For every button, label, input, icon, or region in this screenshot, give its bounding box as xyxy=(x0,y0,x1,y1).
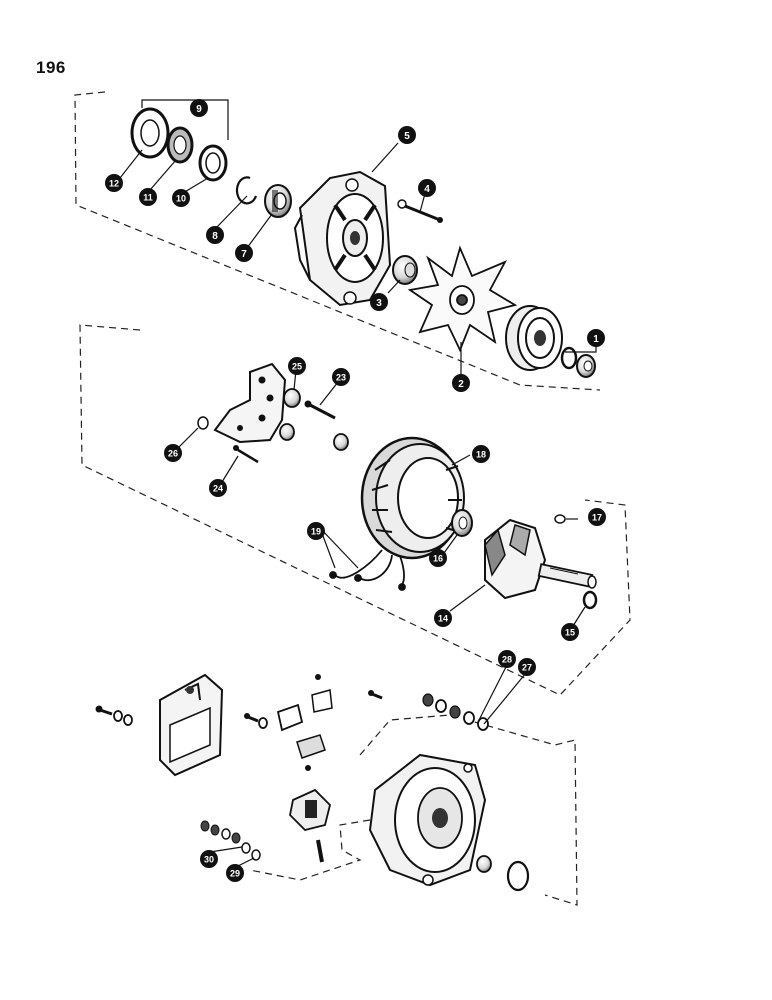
callout-27: 27 xyxy=(518,658,536,676)
snap-ring-8 xyxy=(235,176,258,205)
callout-label: 27 xyxy=(522,663,532,673)
callout-17: 17 xyxy=(588,508,606,526)
leader-lines xyxy=(119,99,597,867)
callout-label: 19 xyxy=(311,527,321,537)
callout-label: 26 xyxy=(168,449,178,459)
insulator-26 xyxy=(197,416,209,430)
screw-24 xyxy=(233,445,259,464)
callout-18: 18 xyxy=(472,445,490,463)
callout-label: 16 xyxy=(433,554,443,564)
stator-18 xyxy=(360,436,465,560)
callout-label: 29 xyxy=(230,869,240,879)
bolt-4 xyxy=(397,199,443,223)
callout-3: 3 xyxy=(370,293,388,311)
callout-30: 30 xyxy=(200,850,218,868)
diode-nut-left xyxy=(279,423,295,441)
lower-terminal-nuts xyxy=(200,820,261,861)
terminal-screw-bottom-center xyxy=(368,690,383,700)
callout-label: 7 xyxy=(241,249,247,260)
pulley xyxy=(505,305,563,371)
assembly-boundary-bottom xyxy=(249,714,578,906)
callout-label: 24 xyxy=(213,484,223,494)
rotor-14 xyxy=(484,518,597,600)
stator-leads-19 xyxy=(329,549,406,591)
callout-label: 15 xyxy=(565,628,575,638)
callout-8: 8 xyxy=(206,226,224,244)
diode-nut-right xyxy=(333,433,349,451)
callout-label: 17 xyxy=(592,513,602,523)
callout-2: 2 xyxy=(452,374,470,392)
page-number: 196 xyxy=(36,58,66,77)
callout-26: 26 xyxy=(164,444,182,462)
bearing-16 xyxy=(451,509,473,537)
bearing-7 xyxy=(264,184,292,218)
callout-label: 30 xyxy=(204,855,214,865)
felt-seal-11 xyxy=(166,126,194,164)
retainer-10 xyxy=(198,144,228,182)
screw-23 xyxy=(304,400,336,420)
callout-label: 25 xyxy=(292,362,302,372)
callout-4: 4 xyxy=(418,179,436,197)
callout-label: 28 xyxy=(502,655,512,665)
callout-16: 16 xyxy=(429,549,447,567)
seal-12 xyxy=(130,107,170,159)
callout-label: 18 xyxy=(476,450,486,460)
callout-5: 5 xyxy=(398,126,416,144)
callout-9: 9 xyxy=(190,99,208,117)
insulating-sleeve-25 xyxy=(283,388,301,408)
callout-12: 12 xyxy=(105,174,123,192)
callout-19: 19 xyxy=(307,522,325,540)
bushing-and-o-ring xyxy=(476,855,530,892)
callout-7: 7 xyxy=(235,244,253,262)
brush-holder-hardware xyxy=(244,674,333,863)
key-17 xyxy=(554,514,566,524)
callout-label: 12 xyxy=(109,179,119,189)
callout-14: 14 xyxy=(434,609,452,627)
callout-label: 9 xyxy=(196,104,202,115)
regulator xyxy=(159,673,224,777)
callout-29: 29 xyxy=(226,864,244,882)
callout-label: 10 xyxy=(176,194,186,204)
callout-label: 23 xyxy=(336,373,346,383)
callout-11: 11 xyxy=(139,188,157,206)
callout-label: 4 xyxy=(424,184,430,195)
spacer-3 xyxy=(392,255,418,285)
callout-15: 15 xyxy=(561,623,579,641)
callout-1: 1 xyxy=(587,329,605,347)
callout-label: 14 xyxy=(438,614,448,624)
callout-10: 10 xyxy=(172,189,190,207)
heat-sink-bracket xyxy=(213,362,287,444)
callout-label: 8 xyxy=(212,231,218,242)
callout-label: 1 xyxy=(593,334,599,345)
regulator-mounting-hardware xyxy=(95,705,133,726)
callout-28: 28 xyxy=(498,650,516,668)
drive-end-frame-5 xyxy=(293,170,392,307)
callout-label: 2 xyxy=(458,379,464,390)
ring-15 xyxy=(582,590,598,610)
fan-2 xyxy=(407,245,518,353)
terminal-nuts-row xyxy=(422,693,489,731)
assembly-boundary-middle xyxy=(79,324,631,696)
callout-24: 24 xyxy=(209,479,227,497)
callout-23: 23 xyxy=(332,368,350,386)
callout-label: 11 xyxy=(143,193,153,203)
callout-label: 5 xyxy=(404,131,410,142)
callout-label: 3 xyxy=(376,298,382,309)
slip-ring-end-frame xyxy=(368,753,487,887)
callout-25: 25 xyxy=(288,357,306,375)
washer-and-nut-1 xyxy=(560,346,596,378)
callouts: 1 2 3 4 5 7 8 xyxy=(105,99,606,882)
